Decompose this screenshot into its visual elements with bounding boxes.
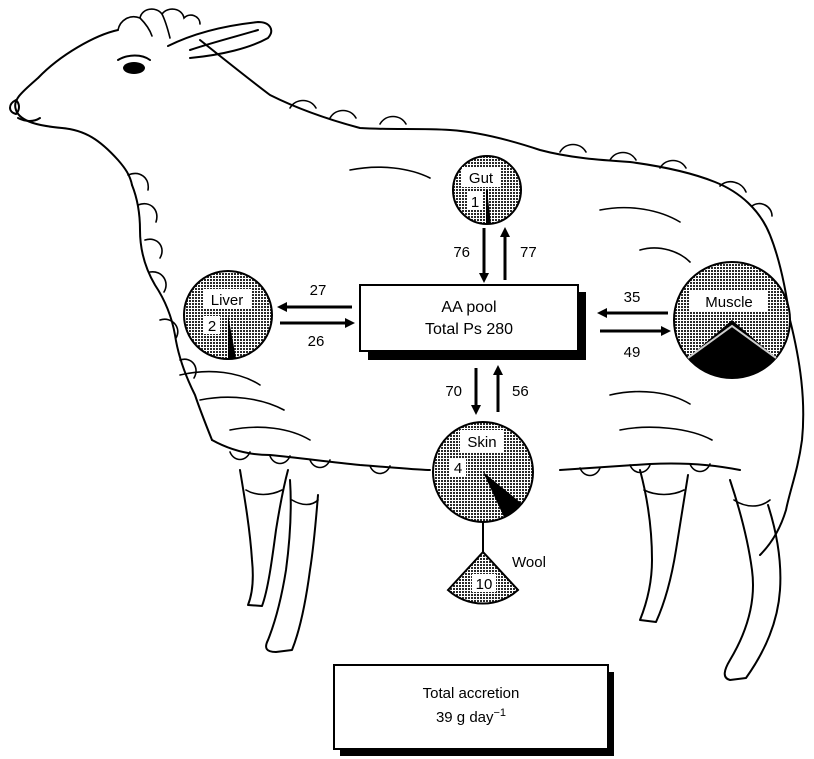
skin-node: Skin 4	[433, 422, 533, 522]
liver-node: Liver 2	[184, 271, 272, 359]
flow-gut-to-pool: 76	[453, 244, 470, 261]
flow-pool-to-gut: 77	[520, 244, 537, 261]
aa-pool-box-face	[360, 285, 578, 351]
muscle-node: Muscle	[674, 262, 790, 378]
aa-pool-total: Total Ps 280	[425, 321, 513, 338]
sheep-hind-leg-right	[725, 480, 781, 680]
liver-accretion-value: 2	[208, 318, 216, 335]
liver-label: Liver	[211, 292, 244, 309]
total-accretion-exponent: −1	[494, 707, 507, 719]
gut-node: Gut 1	[453, 156, 521, 224]
gut-label: Gut	[469, 170, 494, 187]
sheep-front-leg-right	[266, 480, 318, 652]
total-accretion-box: Total accretion 39 g day−1	[334, 665, 614, 756]
muscle-label: Muscle	[705, 294, 753, 311]
flow-liver-to-pool: 26	[308, 333, 325, 350]
sheep-eye	[123, 62, 145, 74]
gut-accretion-value: 1	[471, 194, 479, 211]
flow-pool-to-skin: 70	[445, 383, 462, 400]
total-box-face	[334, 665, 608, 749]
aa-pool-box: AA pool Total Ps 280	[360, 285, 586, 360]
sheep-head-outline	[15, 30, 132, 185]
sheep-neck-wool	[128, 173, 196, 378]
sheep-hind-leg-left	[640, 470, 688, 622]
wool-label: Wool	[512, 554, 546, 571]
sheep-eyebrow	[118, 56, 150, 61]
wool-node: 10 Wool	[448, 522, 546, 604]
total-accretion-label: Total accretion	[423, 685, 520, 702]
total-accretion-amount: 39 g day	[436, 709, 494, 726]
aa-pool-label: AA pool	[441, 299, 496, 316]
sheep-topknot-curl	[140, 14, 170, 38]
flow-pool-to-liver: 27	[310, 282, 327, 299]
wool-accretion-value: 10	[476, 576, 493, 593]
sheep-mouth	[18, 118, 40, 121]
skin-accretion-value: 4	[454, 460, 462, 477]
flow-pool-to-muscle: 49	[624, 344, 641, 361]
skin-label: Skin	[467, 434, 496, 451]
flow-muscle-to-pool: 35	[624, 289, 641, 306]
sheep-back-wool	[290, 101, 772, 217]
flow-skin-to-pool: 56	[512, 383, 529, 400]
sheep-topknot	[118, 9, 200, 30]
